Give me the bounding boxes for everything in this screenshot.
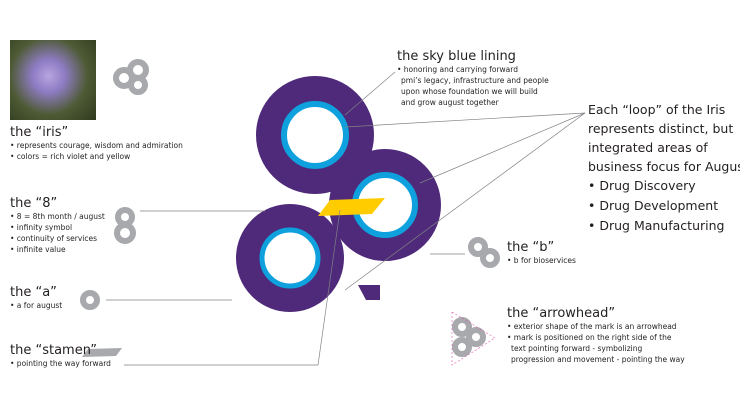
- loops-text: business focus for August: [588, 159, 740, 174]
- eight-icon: [114, 207, 136, 244]
- arrowhead-bullet: • mark is positioned on the right side o…: [507, 333, 672, 342]
- eight-bullet: • 8 = 8th month / august: [10, 212, 105, 221]
- lining-bullet: • honoring and carrying forward: [397, 65, 518, 74]
- focus-item: • Drug Development: [588, 198, 719, 213]
- iris-mark-icon: [113, 59, 149, 95]
- a-title: the “a”: [10, 285, 57, 300]
- lining-title: the sky blue lining: [397, 49, 516, 64]
- iris-section: the “iris” • represents courage, wisdom …: [10, 125, 183, 162]
- eight-bullet: • continuity of services: [10, 234, 98, 243]
- eight-title: the “8”: [10, 196, 58, 211]
- lining-bullet: pmi’s legacy, infrastructure and people: [401, 76, 549, 85]
- stamen-shape: [318, 198, 385, 216]
- focus-item: • Drug Manufacturing: [588, 218, 725, 233]
- b-bullet: • b for bioservices: [507, 256, 576, 265]
- a-bullet: • a for august: [10, 301, 63, 310]
- stamen-section: the “stamen” • pointing the way forward: [10, 343, 111, 369]
- stamen-icon: [82, 348, 122, 357]
- loops-text: Each “loop” of the Iris: [588, 102, 726, 117]
- eight-section: the “8” • 8 = 8th month / august • infin…: [10, 196, 105, 255]
- stamen-bullet: • pointing the way forward: [10, 359, 111, 368]
- loops-text: integrated areas of: [588, 140, 708, 155]
- loops-text: represents distinct, but: [588, 121, 734, 136]
- leader-lines: [106, 71, 586, 366]
- stamen-title: the “stamen”: [10, 343, 97, 358]
- iris-bullet: • colors = rich violet and yellow: [10, 152, 131, 161]
- b-section: the “b” • b for bioservices: [507, 240, 576, 266]
- eight-bullet: • infinity symbol: [10, 223, 73, 232]
- lining-bullet: and grow august together: [401, 98, 499, 107]
- b-title: the “b”: [507, 240, 555, 255]
- iris-bullet: • represents courage, wisdom and admirat…: [10, 141, 183, 150]
- lining-bullet: upon whose foundation we will build: [401, 87, 538, 96]
- lining-section: the sky blue lining • honoring and carry…: [397, 49, 549, 108]
- arrowhead-title: the “arrowhead”: [507, 306, 616, 321]
- arrowhead-bullet: text pointing forward - symbolizing: [511, 344, 643, 353]
- arrowhead-bullet: progression and movement - pointing the …: [511, 355, 685, 364]
- a-section: the “a” • a for august: [10, 285, 62, 311]
- main-logo: [236, 76, 441, 312]
- iris-title: the “iris”: [10, 125, 69, 140]
- b-icon: [468, 237, 500, 268]
- a-icon: [80, 290, 100, 310]
- arrowhead-outline: [451, 311, 496, 366]
- arrowhead-section: the “arrowhead” • exterior shape of the …: [507, 306, 685, 365]
- arrowhead-bullet: • exterior shape of the mark is an arrow…: [507, 322, 677, 331]
- iris-photo: [10, 40, 96, 120]
- arrowhead-mark-icon: [452, 317, 486, 357]
- focus-item: • Drug Discovery: [588, 178, 696, 193]
- eight-bullet: • infinite value: [10, 245, 66, 254]
- loops-section: Each “loop” of the Iris represents disti…: [588, 100, 740, 236]
